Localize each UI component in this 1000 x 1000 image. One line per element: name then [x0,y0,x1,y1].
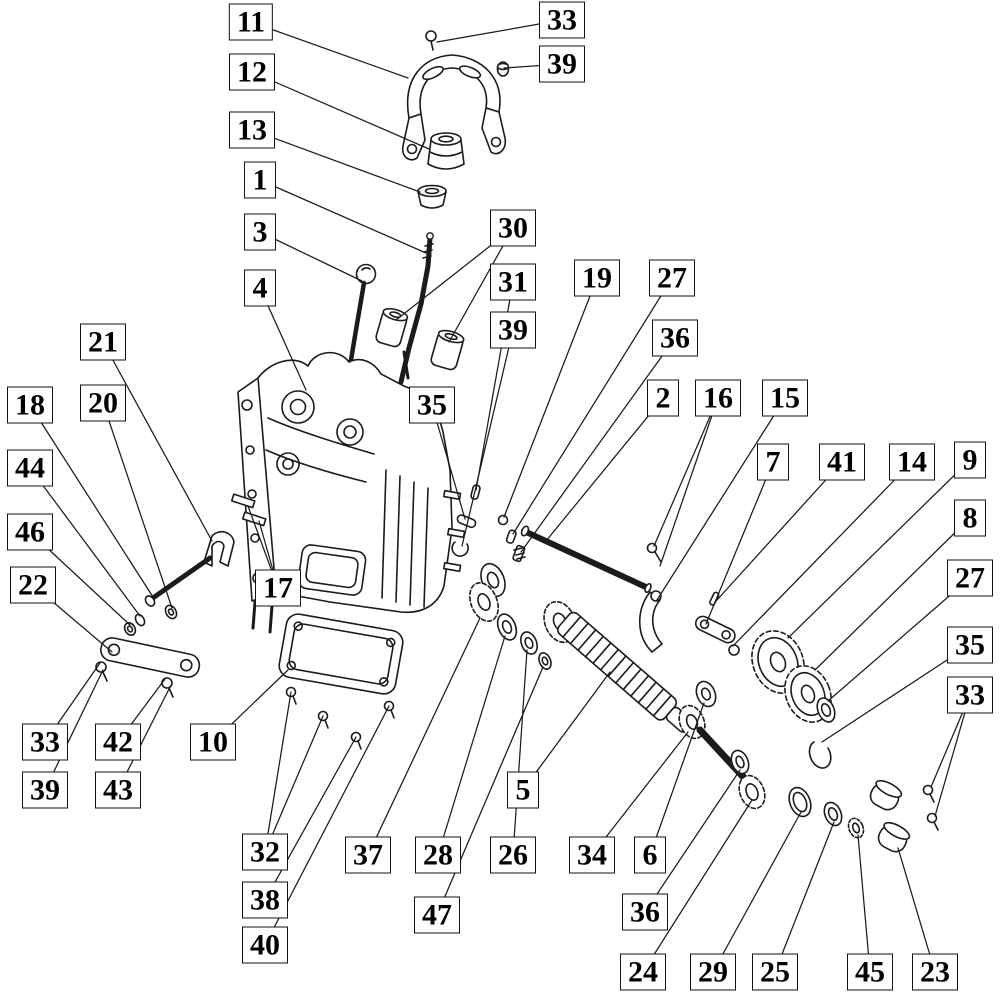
spring-pin [456,514,477,529]
part-label-44-25: 44 [7,449,53,487]
part-label-31-8: 31 [490,263,536,301]
part-label-25-51: 25 [752,953,798,991]
part-label-10-37: 10 [190,723,236,761]
part-label-27-28: 27 [947,559,993,597]
part-label-6-46: 6 [634,836,666,874]
part-label-39-9: 39 [490,311,536,349]
part-label-47-47: 47 [414,896,460,934]
part-label-29-50: 29 [690,953,736,991]
selector-bar [694,591,740,656]
fork-bolt [646,542,662,563]
part-label-2-14: 2 [647,379,679,417]
part-label-40-41: 40 [242,926,288,964]
part-label-26-44: 26 [490,836,536,874]
part-label-4-12: 4 [244,269,276,307]
left-linkage [100,530,235,678]
part-label-15-16: 15 [762,379,808,417]
top-bracket [401,54,507,161]
part-label-24-49: 24 [620,953,666,991]
part-label-1-5: 1 [244,161,276,199]
part-label-39-2: 39 [539,45,585,83]
part-label-32-39: 32 [242,833,288,871]
part-label-41-22: 41 [819,443,865,481]
part-label-17-30: 17 [255,569,301,607]
part-label-42-35: 42 [95,723,141,761]
part-label-36-48: 36 [622,893,668,931]
part-label-8-26: 8 [954,499,986,537]
detent-ball-pin-spring [497,514,526,563]
part-label-19-10: 19 [574,259,620,297]
bottom-cover [278,613,404,695]
circlip-small [451,541,469,557]
gearbox-housing [230,351,466,634]
snap-ring [808,741,832,769]
part-label-9-24: 9 [954,441,986,479]
part-label-45-52: 45 [847,953,893,991]
part-label-33-32: 33 [947,676,993,714]
selector-shaft [520,525,652,594]
dust-cap [417,184,447,209]
part-label-36-13: 36 [652,319,698,357]
part-label-27-11: 27 [649,259,695,297]
part-label-5-38: 5 [507,771,539,809]
output-cluster [678,680,865,839]
part-label-35-20: 35 [409,386,455,424]
part-label-3-6: 3 [244,213,276,251]
shift-fork [639,590,663,653]
thrust-washer [816,697,836,723]
part-label-35-31: 35 [947,626,993,664]
rubber-boot [427,132,465,170]
washer-gear-stack [469,562,552,670]
part-label-33-1: 33 [539,1,585,39]
end-caps [869,779,911,853]
cap-bolts [922,784,939,831]
part-label-12-3: 12 [229,53,275,91]
part-label-39-34: 39 [22,771,68,809]
part-label-16-15: 16 [695,379,741,417]
part-label-18-19: 18 [7,386,53,424]
part-label-11-0: 11 [228,3,274,41]
part-label-14-23: 14 [889,443,935,481]
part-label-46-27: 46 [7,513,53,551]
part-label-20-18: 20 [80,384,126,422]
bracket-bolt [425,30,437,51]
part-label-43-36: 43 [95,771,141,809]
part-label-38-40: 38 [242,881,288,919]
part-label-22-29: 22 [10,566,56,604]
part-label-23-53: 23 [912,953,958,991]
part-label-7-21: 7 [757,443,789,481]
gear-pair [751,630,832,723]
part-label-37-42: 37 [345,836,391,874]
part-label-34-45: 34 [569,836,615,874]
part-label-28-43: 28 [415,836,461,874]
part-label-33-33: 33 [22,723,68,761]
part-label-30-7: 30 [490,209,536,247]
part-label-13-4: 13 [229,111,275,149]
part-label-21-17: 21 [80,323,126,361]
